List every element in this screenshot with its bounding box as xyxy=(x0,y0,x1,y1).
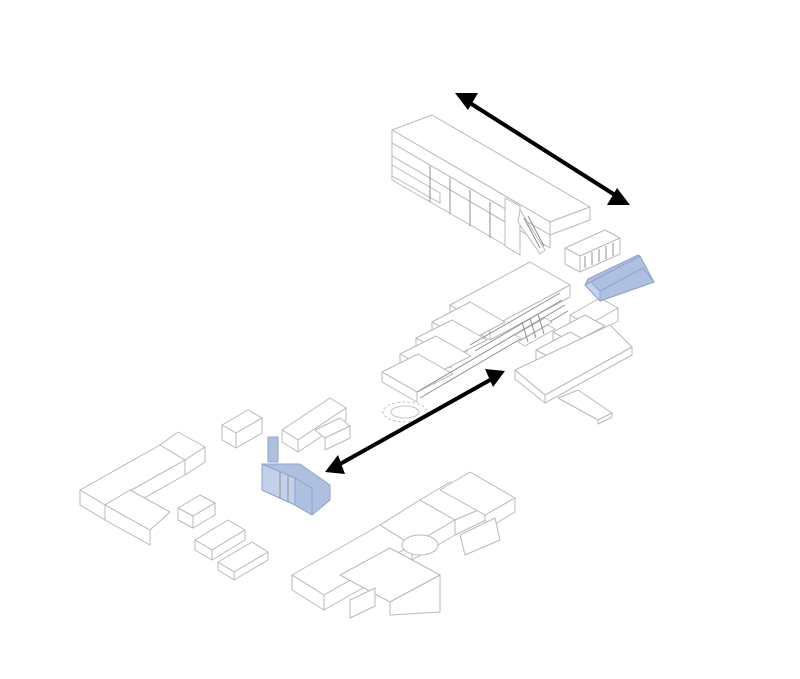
terraced-spine xyxy=(381,261,571,403)
east-terraces xyxy=(514,297,633,425)
arrow-bottom xyxy=(325,369,505,474)
arrow-top xyxy=(455,93,630,205)
context-buildings xyxy=(79,397,516,619)
plaza-circle xyxy=(382,401,428,423)
junction-block xyxy=(564,229,621,273)
highlighted-volume-west xyxy=(261,436,331,516)
upper-slab xyxy=(391,114,591,256)
main-building-complex xyxy=(381,114,633,425)
highlighted-volume-east xyxy=(584,254,655,303)
